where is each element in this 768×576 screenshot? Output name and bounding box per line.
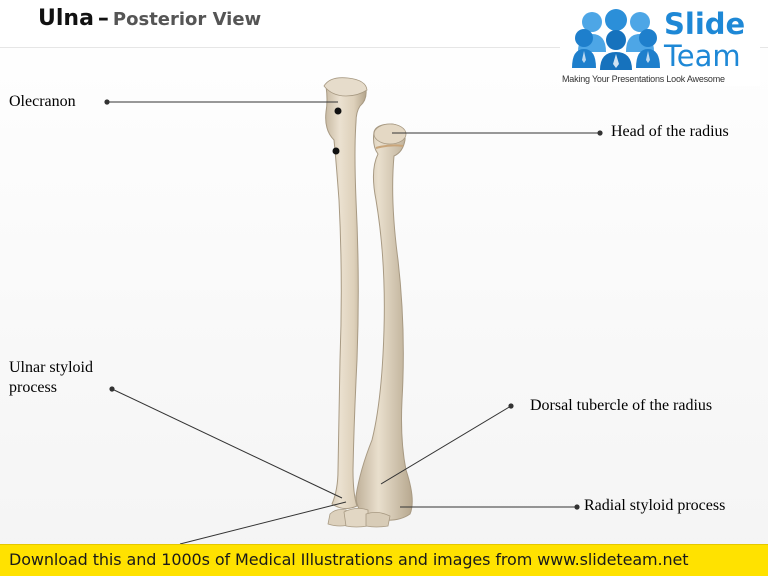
label-ulnar-styloid-line1: Ulnar styloid <box>9 359 93 376</box>
radius-bone <box>355 123 413 521</box>
title-subtitle: Posterior View <box>112 9 262 30</box>
title-dash: – <box>97 6 109 31</box>
logo-tagline: Making Your Presentations Look Awesome <box>562 74 725 84</box>
label-radial-styloid-process: Radial styloid process <box>584 497 726 514</box>
label-dorsal-tubercle: Dorsal tubercle of the radius <box>530 397 713 414</box>
leader-ulnar-styloid <box>111 388 343 499</box>
label-head-of-radius: Head of the radius <box>611 123 729 140</box>
leader-lines <box>107 101 600 545</box>
logo-word-slide: Slide <box>664 7 746 41</box>
label-olecranon: Olecranon <box>9 93 76 110</box>
slideteam-logo: Slide Team Making Your Presentations Loo… <box>560 4 760 86</box>
label-ulnar-styloid-line2: process <box>9 379 57 396</box>
title-main: Ulna <box>38 6 94 31</box>
ulna-bone <box>323 77 368 510</box>
leader-dots <box>104 99 603 510</box>
footer-link-text[interactable]: Download this and 1000s of Medical Illus… <box>9 550 689 569</box>
page-title: Ulna–Posterior View <box>38 6 261 31</box>
logo-word-team: Team <box>664 39 741 73</box>
carpal-fragments <box>327 508 391 528</box>
leader-extra <box>179 501 347 545</box>
footer-banner[interactable]: Download this and 1000s of Medical Illus… <box>0 544 768 576</box>
label-ulnar-styloid-process: Ulnar styloid process <box>9 358 93 398</box>
leader-dorsal-tubercle <box>380 405 512 485</box>
people-icon <box>572 9 660 70</box>
